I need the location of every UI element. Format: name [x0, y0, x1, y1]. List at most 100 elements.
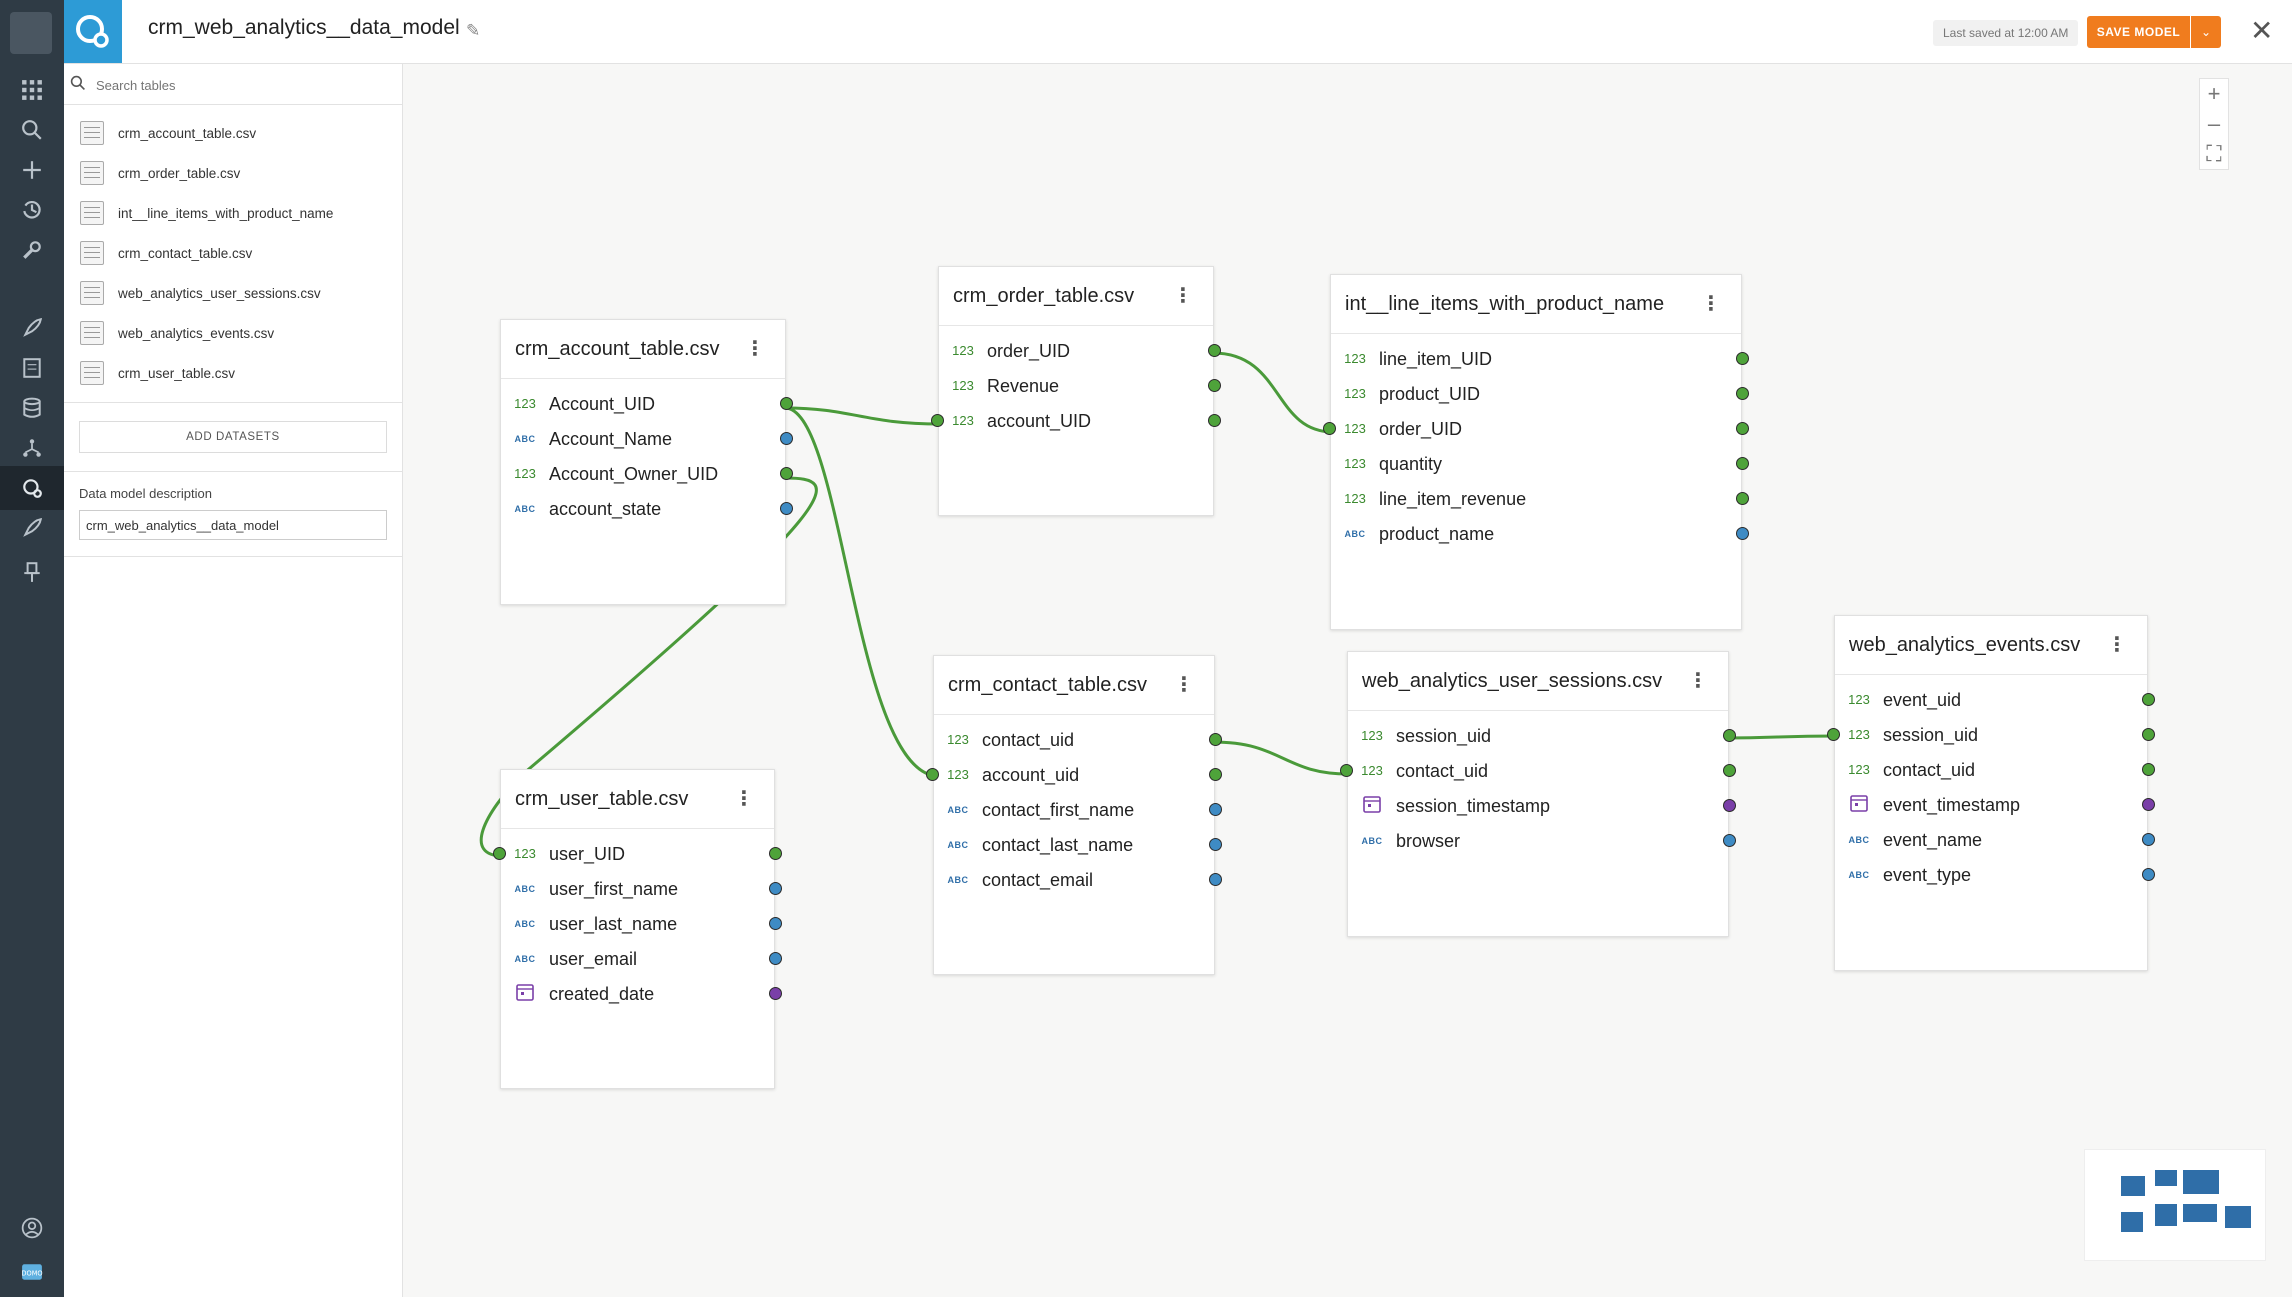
- search-tables-input[interactable]: [94, 72, 388, 98]
- more-vertical-icon[interactable]: ⋮: [1174, 674, 1194, 696]
- link-handle[interactable]: [1323, 422, 1336, 435]
- link-handle[interactable]: [493, 847, 506, 860]
- description-input[interactable]: [79, 510, 387, 540]
- plus-icon[interactable]: [16, 154, 48, 186]
- report-icon[interactable]: [16, 352, 48, 384]
- more-vertical-icon[interactable]: ⋮: [1701, 293, 1721, 315]
- save-options-chevron-down-icon[interactable]: ⌄: [2191, 16, 2221, 48]
- link-handle[interactable]: [1209, 768, 1222, 781]
- more-vertical-icon[interactable]: ⋮: [1688, 670, 1708, 692]
- link-handle[interactable]: [1209, 873, 1222, 886]
- link-handle[interactable]: [1208, 379, 1221, 392]
- link-handle[interactable]: [1209, 838, 1222, 851]
- table-list-item[interactable]: crm_order_table.csv: [64, 153, 402, 193]
- link-handle[interactable]: [1736, 527, 1749, 540]
- link-handle[interactable]: [1208, 414, 1221, 427]
- more-vertical-icon[interactable]: ⋮: [745, 338, 765, 360]
- add-datasets-button[interactable]: ADD DATASETS: [79, 421, 387, 453]
- link-handle[interactable]: [926, 768, 939, 781]
- link-handle[interactable]: [769, 952, 782, 965]
- field-row[interactable]: session_timestamp: [1348, 789, 1736, 824]
- link-handle[interactable]: [931, 414, 944, 427]
- close-icon[interactable]: ✕: [2250, 15, 2274, 46]
- minimap[interactable]: [2084, 1149, 2266, 1261]
- table-list-item[interactable]: web_analytics_events.csv: [64, 313, 402, 353]
- table-list-item[interactable]: web_analytics_user_sessions.csv: [64, 273, 402, 313]
- link-handle[interactable]: [1723, 729, 1736, 742]
- more-vertical-icon[interactable]: ⋮: [1173, 285, 1193, 307]
- link-handle[interactable]: [780, 397, 793, 410]
- wrench-icon[interactable]: [16, 234, 48, 266]
- fit-screen-icon[interactable]: ⛶: [2206, 141, 2222, 166]
- link-handle[interactable]: [1340, 764, 1353, 777]
- link-handle[interactable]: [1723, 834, 1736, 847]
- zoom-in-icon[interactable]: +: [2207, 81, 2221, 106]
- link-handle[interactable]: [769, 847, 782, 860]
- pin-icon[interactable]: [16, 556, 48, 588]
- logo-icon[interactable]: DOMO: [16, 1256, 48, 1288]
- link-handle[interactable]: [1736, 457, 1749, 470]
- link-handle[interactable]: [1208, 344, 1221, 357]
- table-list-item[interactable]: crm_user_table.csv: [64, 353, 402, 393]
- link-handle[interactable]: [780, 502, 793, 515]
- link-handle[interactable]: [1209, 733, 1222, 746]
- search-icon[interactable]: [16, 114, 48, 146]
- home-logo-icon[interactable]: [10, 12, 52, 54]
- link-handle[interactable]: [2142, 693, 2155, 706]
- user-icon[interactable]: [16, 1212, 48, 1244]
- apps-icon[interactable]: [16, 74, 48, 106]
- link-handle[interactable]: [780, 467, 793, 480]
- rocket-icon[interactable]: [16, 312, 48, 344]
- database-icon[interactable]: [16, 392, 48, 424]
- data-model-icon[interactable]: [16, 472, 48, 504]
- link-handle[interactable]: [769, 917, 782, 930]
- link-handle[interactable]: [780, 432, 793, 445]
- zoom-out-icon[interactable]: –: [2207, 111, 2221, 136]
- link-handle[interactable]: [1827, 728, 1840, 741]
- link-handle[interactable]: [1736, 422, 1749, 435]
- lineage-icon[interactable]: [16, 432, 48, 464]
- link-handle[interactable]: [769, 987, 782, 1000]
- history-icon[interactable]: [16, 194, 48, 226]
- link-handle[interactable]: [769, 882, 782, 895]
- link-handle[interactable]: [2142, 728, 2155, 741]
- table-list-item[interactable]: crm_contact_table.csv: [64, 233, 402, 273]
- save-model-button[interactable]: SAVE MODEL: [2087, 16, 2190, 48]
- rocket-icon[interactable]: [16, 512, 48, 544]
- link-handle[interactable]: [1736, 492, 1749, 505]
- link-handle[interactable]: [2142, 868, 2155, 881]
- field-row[interactable]: event_timestamp: [1835, 788, 2155, 823]
- more-vertical-icon[interactable]: ⋮: [2107, 634, 2127, 656]
